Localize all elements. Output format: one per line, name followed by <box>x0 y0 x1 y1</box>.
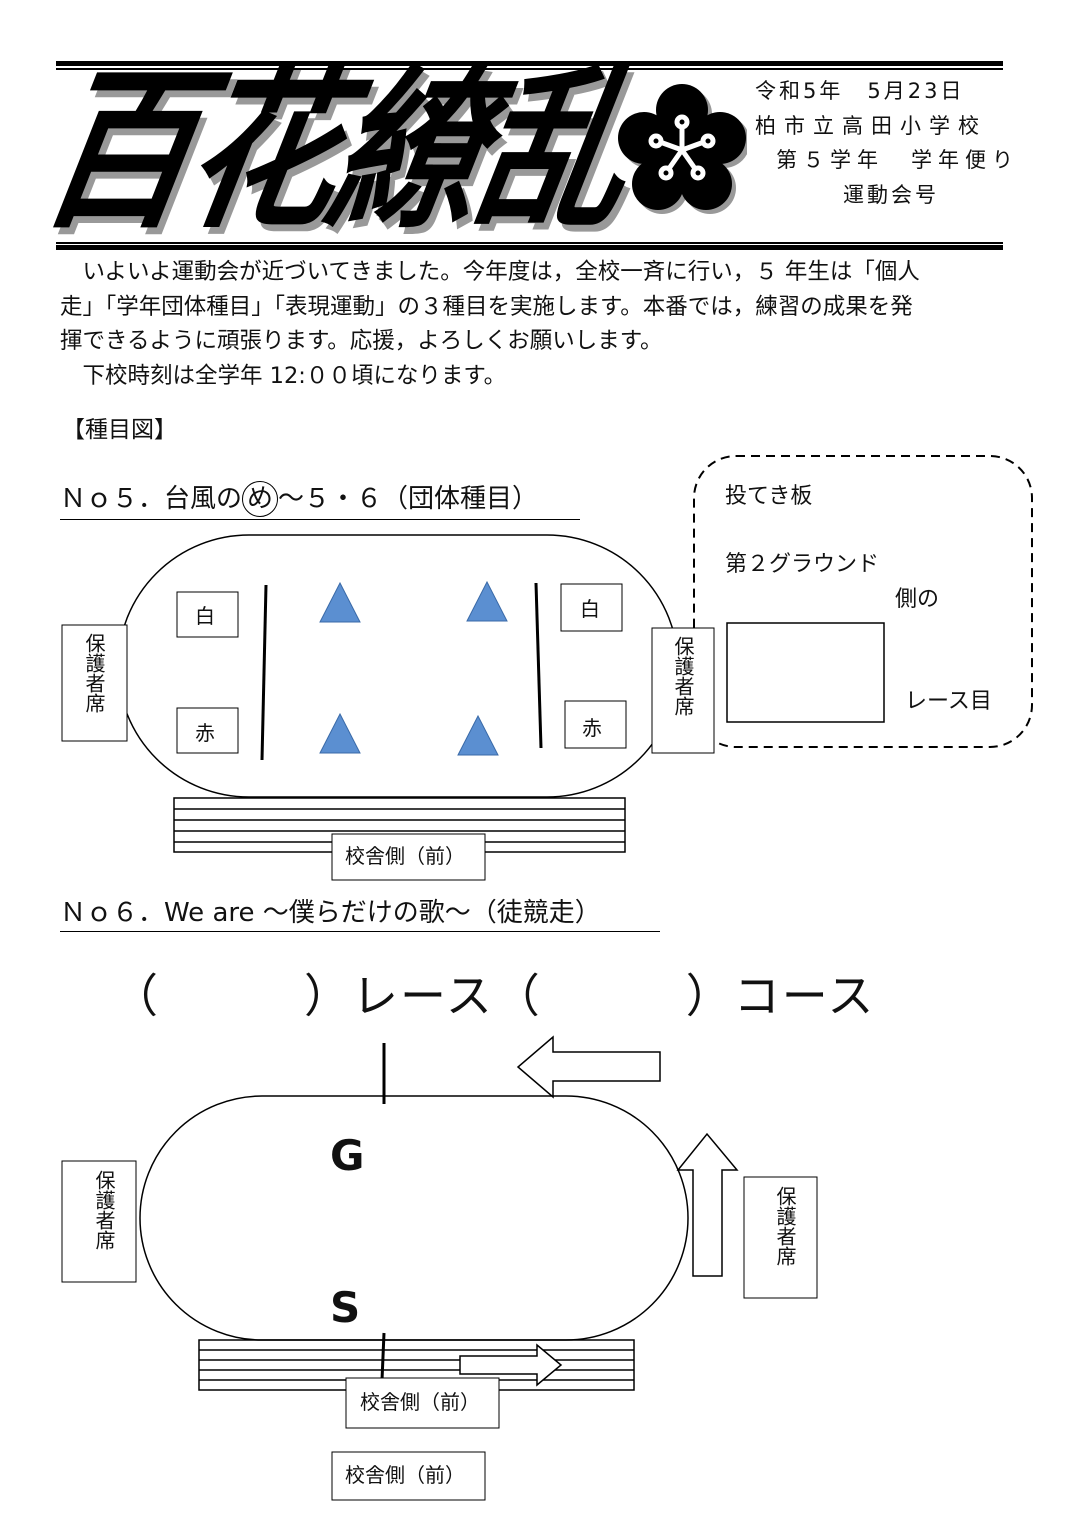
guardian-seat-box <box>743 1176 818 1299</box>
issue-date: 令和5年 5月23日 <box>755 79 965 103</box>
cone-icon <box>319 712 361 754</box>
event5-heading-circled: め <box>242 481 279 517</box>
note-blank-box <box>726 622 885 723</box>
note-line2: 側の <box>895 587 939 612</box>
guardian-seat-box <box>61 624 128 742</box>
header-top-rule-thin <box>56 68 1003 70</box>
event5-heading: Ｎｏ５．台風のめ～５・６（団体種目） <box>60 478 580 520</box>
event6-heading: Ｎｏ６．We are ～僕らだけの歌～（徒競走） <box>60 892 660 932</box>
event5-heading-pre: Ｎｏ５．台風の <box>60 484 243 514</box>
team-box-white <box>176 591 239 638</box>
note-title: 投てき板 <box>725 484 812 509</box>
grade-letter: 第５学年 学年便り <box>776 148 1019 172</box>
school-side-box <box>331 1451 486 1501</box>
event5-heading-post: ～５・６（団体種目） <box>278 484 539 514</box>
school-side-label: 校舎側（前） <box>345 1463 465 1487</box>
cone-icon <box>466 580 508 622</box>
guardian-seat-label: 保護者席 <box>671 636 695 716</box>
header-top-rule <box>56 61 1003 66</box>
team-white-label: 白 <box>195 604 215 628</box>
header-bottom-rule-thin <box>56 242 1003 244</box>
arrow-left-icon <box>516 1035 661 1099</box>
race-course-line: （ ）レース（ ）コース <box>112 969 876 1023</box>
school-side-box <box>331 833 486 881</box>
note-line3: レース目 <box>905 689 992 714</box>
cherry-blossom-icon <box>618 84 747 214</box>
lane-line <box>534 582 543 749</box>
track-event6 <box>139 1095 689 1341</box>
guardian-seat-box <box>61 1160 137 1283</box>
start-marker: S <box>330 1283 360 1332</box>
team-white-label: 白 <box>580 597 600 621</box>
arrow-up-icon <box>676 1132 739 1277</box>
intro-line: いよいよ運動会が近づいてきました。今年度は，全校一斉に行い，５ 年生は「個人 <box>60 259 920 285</box>
intro-line: 走」「学年団体種目」「表現運動」の３種目を実施します。本番では，練習の成果を発 <box>60 293 913 320</box>
team-box-red <box>564 700 627 749</box>
arrow-right-icon <box>459 1343 563 1387</box>
team-red-label: 赤 <box>195 721 215 745</box>
goal-marker: G <box>330 1131 364 1180</box>
header-bottom-rule <box>56 245 1003 250</box>
cone-icon <box>457 714 499 756</box>
section-label: 【種目図】 <box>62 417 177 443</box>
issue-name: 運動会号 <box>843 183 939 207</box>
guardian-seat-label: 保護者席 <box>92 1170 116 1250</box>
team-box-red <box>176 707 239 754</box>
guardian-seat-label: 保護者席 <box>82 633 106 713</box>
guardian-seat-box <box>651 627 715 754</box>
note-dashed-box <box>693 455 1033 748</box>
start-line <box>380 1332 386 1381</box>
school-name: 柏市立高田小学校 <box>755 114 987 138</box>
team-box-white <box>560 583 623 632</box>
lane-line <box>260 584 268 761</box>
school-side-label: 校舎側（前） <box>360 1390 480 1414</box>
intro-paragraph: いよいよ運動会が近づいてきました。今年度は，全校一斉に行い，５ 年生は「個人 走… <box>60 255 1005 393</box>
intro-line: 揮できるように頑張ります。応援，よろしくお願いします。 <box>60 328 663 354</box>
team-red-label: 赤 <box>582 716 602 740</box>
school-side-box <box>345 1377 500 1429</box>
school-side-label: 校舎側（前） <box>345 844 465 868</box>
guardian-seat-label: 保護者席 <box>773 1186 797 1266</box>
track-event5 <box>117 534 679 798</box>
intro-line: 下校時刻は全学年 12:００頃になります。 <box>60 362 507 389</box>
note-line1: 第２グラウンド <box>725 552 879 577</box>
cone-icon <box>319 581 361 623</box>
